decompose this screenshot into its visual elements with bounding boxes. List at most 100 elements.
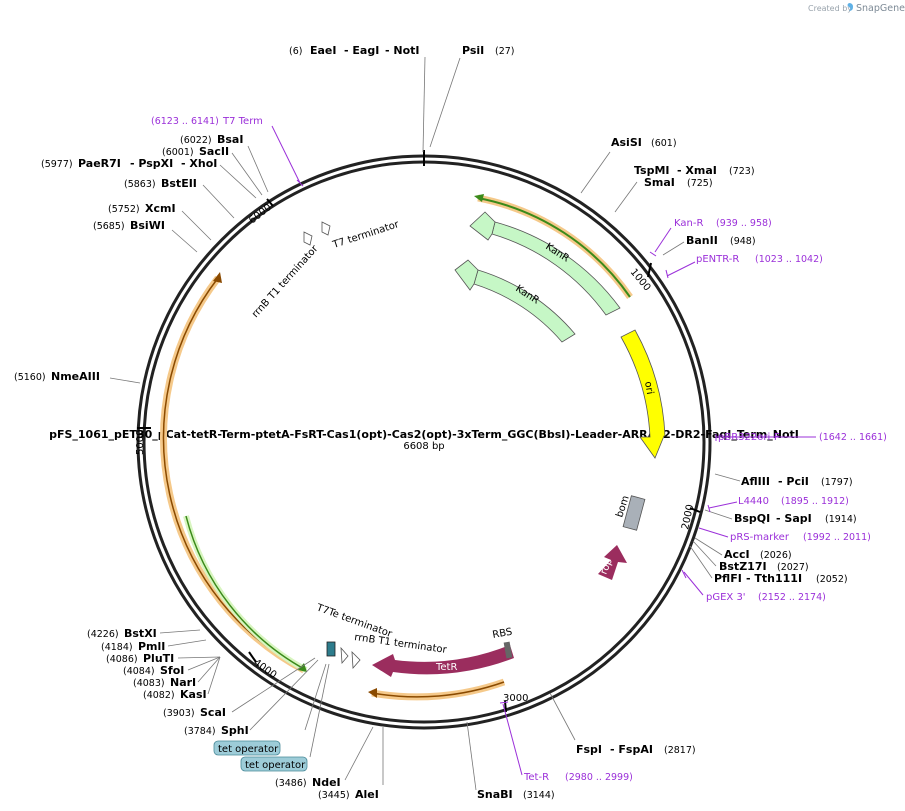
site-pos-afliii: (1797) <box>821 477 853 488</box>
site-pos-paer7i: (5977) <box>41 159 73 170</box>
site-pos-bspqi: (1914) <box>825 514 857 525</box>
site-nari: NarI <box>170 676 196 689</box>
tick-label-3000: 3000 <box>503 693 528 704</box>
orf-orange-bottom-arc <box>371 678 506 701</box>
site-pspxi: - PspXI <box>130 157 173 170</box>
kanr-outer-feature[interactable] <box>469 211 621 316</box>
primer-kanr[interactable]: Kan-R <box>674 218 703 229</box>
site-pos-nari: (4083) <box>133 678 165 689</box>
primer-pbr322ori[interactable]: pBR322ori-F <box>718 432 780 443</box>
site-pos-pflfi: (2052) <box>816 574 848 585</box>
tetr-label: TetR <box>435 662 457 673</box>
site-eaei: EaeI <box>310 44 337 57</box>
site-pos-alei: (3445) <box>318 790 350 801</box>
site-alei: AleI <box>355 788 379 801</box>
site-pos-bsteii: (5863) <box>124 179 156 190</box>
site-tspmi: TspMI <box>634 164 670 177</box>
site-pos-kasi: (4082) <box>143 690 175 701</box>
site-nmeaiii: NmeAIII <box>51 370 100 383</box>
site-pos-sfoi: (4084) <box>123 666 155 677</box>
primer-range-t7term: (6123 .. 6141) <box>151 116 219 127</box>
site-pluti: PluTI <box>143 652 174 665</box>
site-pos-eaei: (6) <box>289 46 302 57</box>
site-fspi: FspI <box>576 743 602 756</box>
primer-range-pbr322ori: (1642 .. 1661) <box>819 432 887 443</box>
site-pos-asisi: (601) <box>651 138 677 149</box>
site-pos-sphi: (3784) <box>184 726 216 737</box>
site-pos-bstz17i: (2027) <box>777 562 809 573</box>
primer-range-pgex3: (2152 .. 2174) <box>758 592 826 603</box>
kanr-inner-feature[interactable] <box>454 259 576 343</box>
primer-range-prsmarker: (1992 .. 2011) <box>803 532 871 543</box>
rbs-label: RBS <box>492 627 514 641</box>
site-pos-sacii: (6001) <box>162 147 194 158</box>
tick-label-4000: 4000 <box>251 657 278 681</box>
terminator-icon <box>340 646 361 669</box>
site-bsai: BsaI <box>217 133 243 146</box>
primer-t7term[interactable]: T7 Term <box>222 116 263 127</box>
primer-pentr[interactable]: pENTR-R <box>696 254 739 265</box>
ori-label: ori <box>642 381 655 396</box>
site-tth111i: - Tth111I <box>746 572 802 585</box>
site-bspqi: BspQI <box>734 512 770 525</box>
credit-prefix: Created by <box>808 4 852 13</box>
t7te-terminator-feature[interactable] <box>326 641 336 657</box>
site-pos-pluti: (4086) <box>106 654 138 665</box>
orf-kan-inner-arc <box>477 197 631 298</box>
rrnb-top-label: rrnB T1 terminator <box>250 243 321 320</box>
tick-label-5000: 5000 <box>135 430 146 455</box>
site-xcmi: XcmI <box>145 202 176 215</box>
credit-brand: SnapGene <box>856 3 905 14</box>
site-bsiwi: BsiWI <box>130 219 165 232</box>
tetr-feature[interactable] <box>372 641 514 677</box>
site-pos-bsiwi: (5685) <box>93 221 125 232</box>
site-pcii: - PciI <box>778 475 809 488</box>
orf-green-left-arc <box>183 515 308 673</box>
site-bstxi: BstXI <box>124 627 157 640</box>
terminator-top-icon <box>303 221 331 246</box>
site-bstz17i: BstZ17I <box>719 560 767 573</box>
site-sacii: SacII <box>199 145 229 158</box>
site-pmli: PmlI <box>138 640 165 653</box>
primer-range-l4440: (1895 .. 1912) <box>781 496 849 507</box>
primer-range-tetr: (2980 .. 2999) <box>565 772 633 783</box>
site-pos-snabi: (3144) <box>523 790 555 801</box>
orf-green-left-line <box>185 515 307 671</box>
site-banii: BanII <box>686 234 718 247</box>
primer-l4440[interactable]: L4440 <box>738 496 769 507</box>
tick-label-2000: 2000 <box>680 503 696 530</box>
ori-feature[interactable] <box>620 329 666 459</box>
site-bsteii: BstEII <box>161 177 197 190</box>
site-snabi: SnaBI <box>477 788 513 801</box>
snapgene-logo-icon <box>847 3 853 11</box>
site-sapi: - SapI <box>776 512 812 525</box>
plasmid-length: 6608 bp <box>403 441 444 452</box>
site-scai: ScaI <box>200 706 226 719</box>
site-pos-banii: (948) <box>730 236 756 247</box>
site-pos-scai: (3903) <box>163 708 195 719</box>
primer-range-pentr: (1023 .. 1042) <box>755 254 823 265</box>
rrnb-bottom-label: rrnB T1 terminator <box>354 632 449 656</box>
site-sphi: SphI <box>221 724 249 737</box>
tick-marks <box>137 198 701 713</box>
site-eagi: - EagI <box>344 44 379 57</box>
primer-pgex3[interactable]: pGEX 3' <box>706 592 746 603</box>
site-pflfi: PflFI <box>714 572 742 585</box>
primer-leader-lines <box>271 125 816 776</box>
tet-operator-box-2[interactable] <box>240 756 308 772</box>
site-sfoi: SfoI <box>160 664 184 677</box>
site-paer7i: PaeR7I <box>78 157 121 170</box>
primer-tetr[interactable]: Tet-R <box>523 772 549 783</box>
site-smai: SmaI <box>644 176 675 189</box>
site-xmai: - XmaI <box>677 164 717 177</box>
primer-prsmarker[interactable]: pRS-marker <box>730 532 790 543</box>
rop-feature[interactable] <box>598 545 627 580</box>
bom-feature[interactable] <box>622 495 646 531</box>
site-afliii: AflIII <box>741 475 770 488</box>
site-pos-smai: (725) <box>687 178 713 189</box>
tet-operator-box-1[interactable] <box>213 740 281 756</box>
site-noti: - NotI <box>385 44 420 57</box>
site-pos-fspi: (2817) <box>664 745 696 756</box>
site-pos-xcmi: (5752) <box>108 204 140 215</box>
site-pos-psii: (27) <box>495 46 515 57</box>
